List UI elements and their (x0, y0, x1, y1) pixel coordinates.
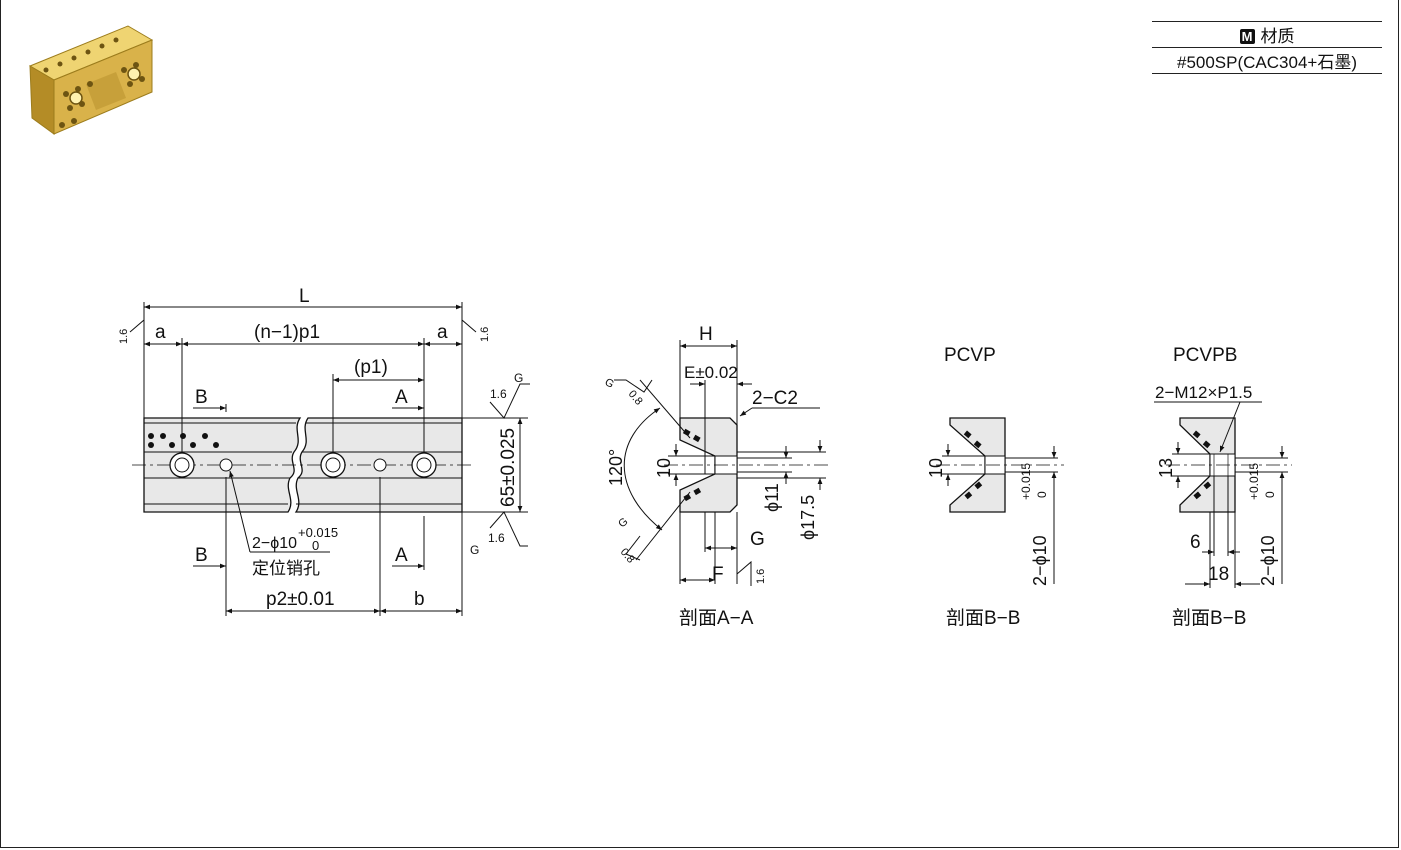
pcvpb-view (1154, 401, 1292, 588)
hole-tol-lower: 0 (312, 538, 319, 553)
section-aa-dim-10: 10 (654, 458, 674, 478)
dim-E: E±0.02 (684, 363, 738, 382)
pcvpb-title: 剖面B−B (1172, 607, 1246, 629)
section-label-A-bottom: A (395, 545, 408, 566)
material-value: #500SP(CAC304+石墨) (1152, 47, 1382, 74)
section-label-B-bottom: B (195, 545, 208, 566)
section-aa-title: 剖面A−A (679, 607, 754, 629)
hole-callout: 2−ϕ10 (252, 535, 297, 552)
dim-pitch: (n−1)p1 (254, 322, 320, 343)
front-view (129, 302, 530, 616)
dim-F: F (712, 564, 724, 585)
angle-label: 120° (606, 449, 626, 486)
pcvpb-dim-6: 6 (1190, 532, 1201, 553)
material-table: M 材质 #500SP(CAC304+石墨) (1152, 21, 1382, 74)
pcvpb-dim-13: 13 (1156, 458, 1176, 478)
pcvpb-name: PCVPB (1173, 345, 1237, 366)
roughness-ll-g: G (616, 516, 630, 531)
pcvp-tol-lower: 0 (1035, 491, 1049, 498)
roughness-bottom: 1.6 (488, 531, 505, 545)
material-header-cell: M 材质 (1152, 21, 1382, 48)
dim-p2: p2±0.01 (266, 589, 335, 610)
roughness-right: 1.6 (479, 327, 491, 342)
pcvp-body (949, 417, 1006, 513)
material-badge: M (1239, 29, 1255, 44)
dim-a-left: a (155, 322, 166, 343)
roughness-ul-g: G (603, 376, 616, 391)
chamfer-label: 2−C2 (752, 388, 798, 409)
pcvpb-tol-lower: 0 (1263, 491, 1277, 498)
roughness-ll: 0.8 (618, 546, 637, 565)
section-aa (614, 340, 830, 586)
pcvpb-hole: 2−ϕ10 (1258, 535, 1278, 586)
roughness-br: 1.6 (755, 569, 767, 584)
section-label-A-top: A (395, 387, 408, 408)
dim-height: 65±0.025 (498, 428, 519, 507)
dim-H: H (699, 324, 713, 345)
hole-name: 定位销孔 (252, 559, 320, 578)
hole-tol-upper: +0.015 (298, 525, 338, 540)
pcvpb-body (1179, 417, 1236, 513)
roughness-top-g: G (514, 371, 523, 385)
dim-b: b (414, 589, 425, 610)
dim-d175: ϕ17.5 (798, 495, 818, 540)
roughness-bottom-g: G (470, 543, 479, 557)
dim-d11: ϕ11 (762, 483, 782, 512)
dim-p1: (p1) (354, 357, 388, 378)
pcvp-name: PCVP (944, 345, 996, 366)
roughness-top: 1.6 (490, 387, 507, 401)
pcvpb-thread: 2−M12×P1.5 (1155, 383, 1252, 402)
pcvp-title: 剖面B−B (946, 607, 1020, 629)
product-image (28, 25, 154, 135)
pcvp-dim-10: 10 (926, 458, 946, 478)
pcvp-view (936, 417, 1064, 584)
pin-hole-2 (373, 458, 387, 472)
roughness-left: 1.6 (118, 329, 130, 344)
dim-a-right: a (437, 322, 448, 343)
section-label-B-top: B (195, 387, 208, 408)
dim-G: G (750, 529, 765, 550)
dim-L-label: L (299, 286, 310, 307)
pcvp-hole: 2−ϕ10 (1030, 535, 1050, 586)
pin-hole-1 (219, 458, 233, 472)
material-header: 材质 (1260, 27, 1295, 46)
pcvp-tol-upper: +0.015 (1019, 463, 1033, 500)
pcvpb-tol-upper: +0.015 (1247, 463, 1261, 500)
pcvpb-dim-18: 18 (1208, 564, 1229, 585)
